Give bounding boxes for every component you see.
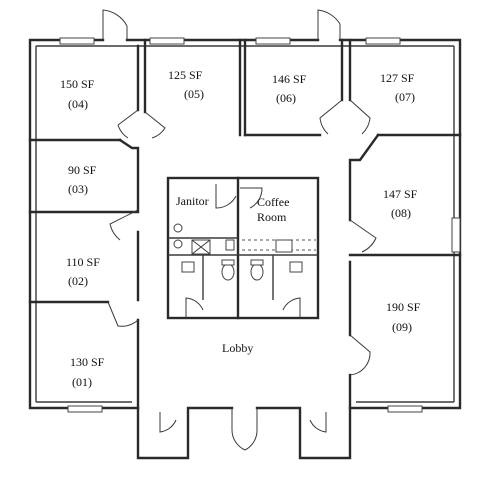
room-07-number: (07)	[395, 90, 415, 104]
room-08-number: (08)	[391, 206, 411, 220]
room-01-number: (01)	[72, 375, 92, 389]
coffee-room-label-line2: Room	[257, 210, 287, 224]
room-02-area: 110 SF	[66, 255, 100, 269]
room-06-area: 146 SF	[272, 72, 307, 86]
room-03-area: 90 SF	[68, 163, 97, 177]
room-03-number: (03)	[68, 182, 88, 196]
room-04-number: (04)	[68, 97, 88, 111]
room-05-number: (05)	[184, 87, 204, 101]
windows	[59, 37, 461, 413]
room-09-area: 190 SF	[386, 300, 421, 314]
coffee-room-label-line1: Coffee	[257, 195, 289, 209]
bottom-entry-doors	[159, 408, 327, 451]
room-09-number: (09)	[392, 320, 412, 334]
room-04-area: 150 SF	[60, 77, 95, 91]
room-08-area: 147 SF	[383, 187, 418, 201]
interior-walls	[28, 38, 462, 410]
room-01-area: 130 SF	[70, 355, 105, 369]
room-labels: 150 SF (04) 125 SF (05) 146 SF (06) 127 …	[60, 68, 421, 389]
room-07-area: 127 SF	[380, 71, 415, 85]
core-block	[166, 176, 320, 320]
top-entry-doors	[102, 9, 341, 40]
room-06-number: (06)	[276, 91, 296, 105]
room-05-area: 125 SF	[168, 68, 203, 82]
room-02-number: (02)	[68, 274, 88, 288]
lobby-label: Lobby	[222, 341, 253, 355]
office-doors	[107, 99, 377, 376]
janitor-label: Janitor	[176, 194, 209, 208]
